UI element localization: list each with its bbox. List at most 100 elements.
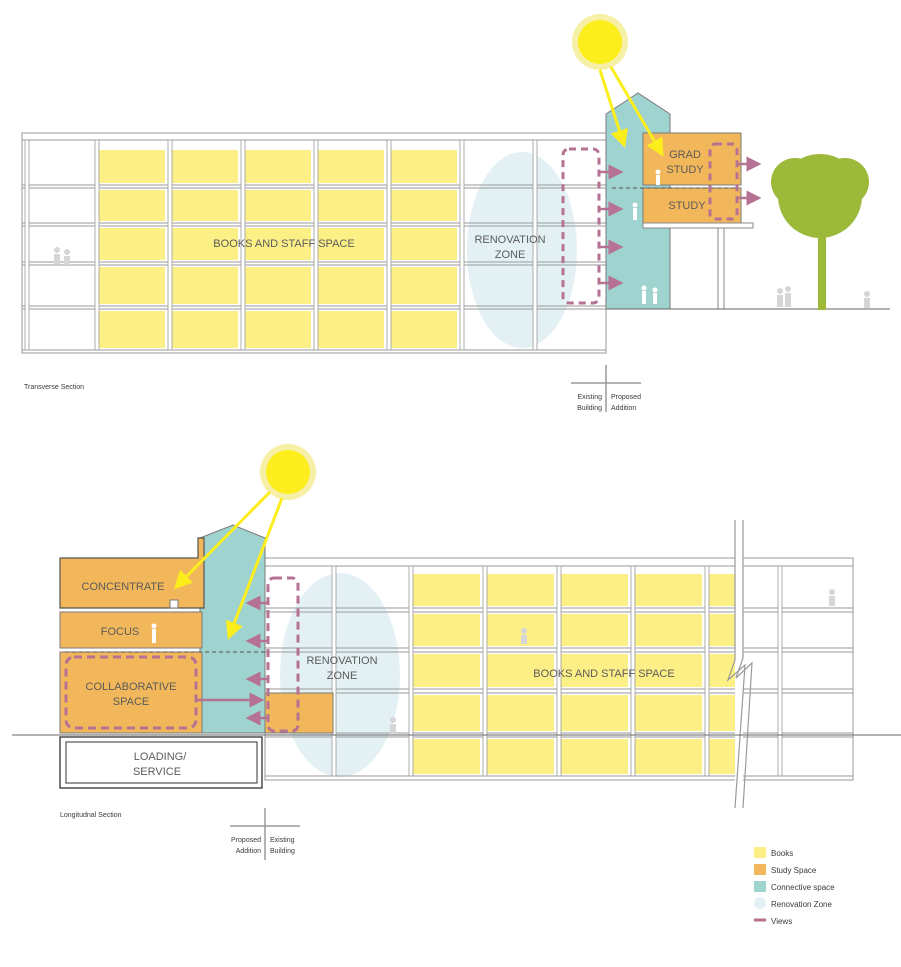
book-block <box>413 574 480 606</box>
longitudinal-books-blocks <box>413 574 735 774</box>
collaborative-views-dashed-box <box>64 655 198 730</box>
key-existing: Existing <box>577 394 602 401</box>
book-block <box>172 190 238 221</box>
key-addition-2: Addition <box>236 848 261 855</box>
column <box>482 565 488 777</box>
book-block <box>487 695 554 731</box>
legend-swatch-connective <box>754 881 766 892</box>
longitudinal-renovation-label-2: ZONE <box>327 670 358 682</box>
key-existing-2: Existing <box>270 837 295 844</box>
focus-label: FOCUS <box>101 626 140 638</box>
grad-study-label-2: STUDY <box>666 164 704 176</box>
column <box>532 139 538 351</box>
book-block <box>172 150 238 183</box>
book-block <box>709 574 735 606</box>
legend-swatch-study <box>754 864 766 875</box>
longitudinal-books-label: BOOKS AND STAFF SPACE <box>533 668 674 680</box>
concentrate-label: CONCENTRATE <box>82 581 165 593</box>
book-block <box>99 150 165 183</box>
tree-icon <box>771 154 869 310</box>
column <box>704 565 710 777</box>
book-block <box>561 614 628 646</box>
book-block <box>99 190 165 221</box>
column <box>556 565 562 777</box>
book-block <box>245 228 311 260</box>
book-block <box>99 267 165 304</box>
loading-label: LOADING/ <box>134 751 188 763</box>
book-block <box>245 190 311 221</box>
longitudinal-caption: Longitudnal Section <box>60 812 122 819</box>
longitudinal-boundary-key: Proposed Addition Existing Building <box>230 808 300 860</box>
sun-rays <box>598 66 664 157</box>
book-block <box>391 311 457 348</box>
book-block <box>318 190 384 221</box>
book-block <box>245 311 311 348</box>
book-block <box>487 654 554 687</box>
study-block <box>642 187 742 224</box>
longitudinal-columns <box>331 565 783 777</box>
transverse-view-arrows <box>599 156 762 291</box>
people-silhouettes <box>54 247 870 308</box>
transverse-section: BOOKS AND STAFF SPACE RENOVATION ZONE GR… <box>21 14 890 412</box>
book-block <box>245 267 311 304</box>
transverse-caption: Transverse Section <box>24 384 84 391</box>
transverse-books-label: BOOKS AND STAFF SPACE <box>213 238 354 250</box>
longitudinal-view-arrows <box>196 595 268 726</box>
sun-rays-2 <box>173 490 284 640</box>
key-building: Building <box>577 405 602 412</box>
collaborative-block <box>59 651 203 734</box>
book-block <box>318 311 384 348</box>
concentrate-block <box>59 537 205 609</box>
book-block <box>635 739 702 774</box>
book-block <box>318 228 384 260</box>
column <box>94 139 100 351</box>
legend-label-renovation: Renovation Zone <box>771 900 832 909</box>
renovation-zone-ellipse <box>467 152 577 348</box>
book-block <box>413 654 480 687</box>
book-block <box>709 739 735 774</box>
collaborative-label-2: SPACE <box>113 696 149 708</box>
book-block <box>487 614 554 646</box>
book-block <box>391 228 457 260</box>
book-block <box>413 614 480 646</box>
transverse-boundary-key: Existing Building Proposed Addition <box>571 365 641 412</box>
book-block <box>245 150 311 183</box>
section-break-line <box>726 520 753 809</box>
column <box>313 139 319 351</box>
key-proposed-2: Proposed <box>231 837 261 844</box>
book-block <box>318 267 384 304</box>
book-block <box>635 695 702 731</box>
book-block <box>413 695 480 731</box>
longitudinal-views-dashed-box <box>266 576 300 733</box>
legend-swatch-books <box>754 847 766 858</box>
longitudinal-renovation-label: RENOVATION <box>306 655 377 667</box>
book-block <box>635 614 702 646</box>
book-block <box>391 190 457 221</box>
loading-service-block <box>59 736 263 789</box>
book-block <box>709 654 735 687</box>
book-block <box>709 614 735 646</box>
collaborative-label: COLLABORATIVE <box>86 681 177 693</box>
book-block <box>561 654 628 687</box>
legend-label-connective: Connective space <box>771 883 835 892</box>
key-proposed: Proposed <box>611 394 641 401</box>
column <box>240 139 246 351</box>
book-block <box>99 311 165 348</box>
views-dashed-box <box>561 147 601 305</box>
book-block <box>318 150 384 183</box>
sun-icon-2 <box>266 450 310 494</box>
column <box>408 565 414 777</box>
book-block <box>172 267 238 304</box>
sun-icon <box>578 20 622 64</box>
grad-study-label: GRAD <box>669 149 701 161</box>
book-block <box>391 150 457 183</box>
key-building-2: Building <box>270 848 295 855</box>
longitudinal-section: CONCENTRATE FOCUS COLLABORATIVE SPACE LO… <box>12 444 901 860</box>
study-label: STUDY <box>668 200 706 212</box>
book-block <box>709 695 735 731</box>
book-block <box>635 654 702 687</box>
focus-block <box>59 611 203 649</box>
book-block <box>413 739 480 774</box>
